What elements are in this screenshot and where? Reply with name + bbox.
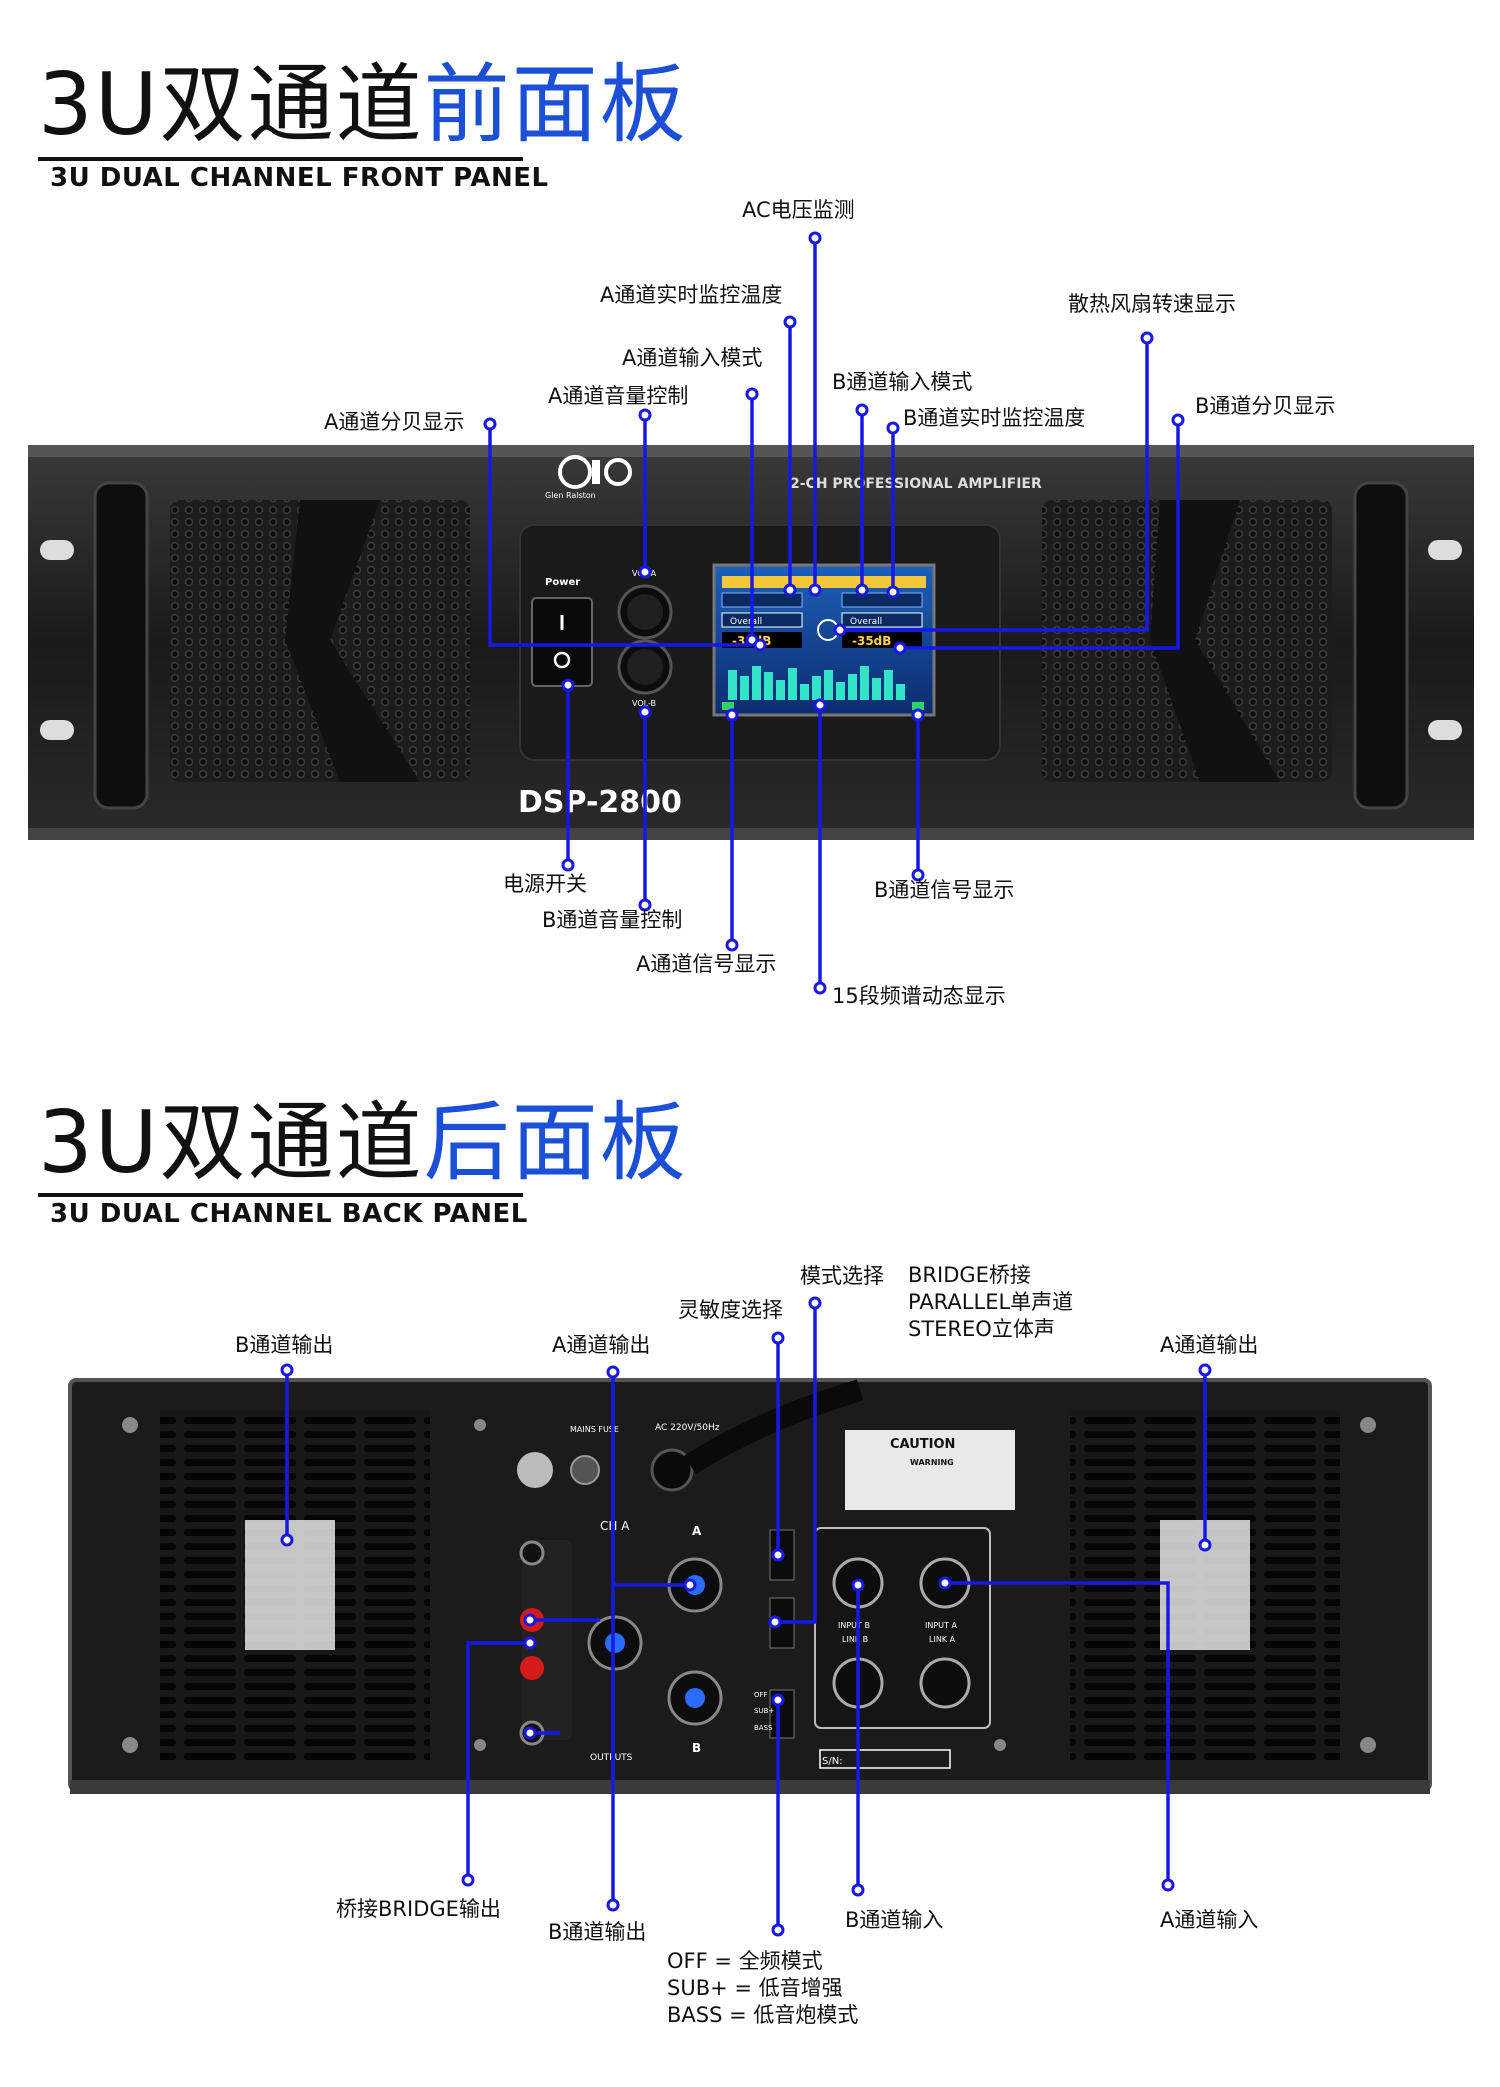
input-b-label: INPUT B <box>838 1621 870 1630</box>
binding-post[interactable] <box>519 1540 545 1566</box>
back-panel-graphic: MAINS FUSE AC 220V/50Hz CAUTION WARNING … <box>68 1296 1432 1937</box>
callout-a-signal: A通道信号显示 <box>636 952 777 976</box>
callout-bridge-output: 桥接BRIDGE输出 <box>336 1897 501 1921</box>
rack-hole-icon <box>1428 540 1462 560</box>
off-label: OFF <box>754 1691 768 1699</box>
callout-b-output-bottom: B通道输出 <box>548 1920 647 1944</box>
front-title-blue: 前面板 <box>423 55 688 155</box>
callout-b-input: B通道输入 <box>845 1908 944 1932</box>
rack-hole-icon <box>40 720 74 740</box>
caution-text: CAUTION <box>890 1437 955 1452</box>
rack-hole-icon <box>1428 720 1462 740</box>
callout-filter-desc: OFF = 全频模式 SUB+ = 低音增强 BASS = 低音炮模式 <box>667 1949 859 2027</box>
callout-fan-speed: 散热风扇转速显示 <box>1068 292 1236 316</box>
vol-b-label: VOL-B <box>632 699 656 708</box>
callout-a-input-mode: A通道输入模式 <box>622 346 763 370</box>
callout-a-temp: A通道实时监控温度 <box>600 283 783 307</box>
front-title-rule <box>38 157 523 161</box>
bass-label: BASS <box>754 1724 773 1732</box>
callout-a-input: A通道输入 <box>1160 1908 1259 1932</box>
binding-post-red[interactable] <box>520 1656 544 1680</box>
out-a-label: A <box>692 1524 702 1538</box>
callout-a-output-right: A通道输出 <box>1160 1333 1259 1357</box>
lcd-a-mode: Overall <box>730 617 762 627</box>
fuse-icon <box>517 1452 553 1488</box>
back-callout-lines <box>285 1303 1207 1930</box>
callout-mode-desc: BRIDGE桥接 PARALLEL单声道 STEREO立体声 <box>908 1263 1074 1341</box>
callout-a-output-mid: A通道输出 <box>552 1333 651 1357</box>
sn-label: S/N: <box>822 1756 843 1767</box>
input-a-label: INPUT A <box>925 1621 957 1630</box>
callout-b-signal: B通道信号显示 <box>874 878 1015 902</box>
power-label: Power <box>545 577 580 588</box>
rack-hole-icon <box>40 540 74 560</box>
callout-power-switch: 电源开关 <box>503 872 587 896</box>
front-title-black: 3U双通道 <box>38 55 424 155</box>
callout-a-db: A通道分贝显示 <box>324 410 465 434</box>
front-subtitle: 3U DUAL CHANNEL FRONT PANEL <box>50 163 549 193</box>
xlr-link-a[interactable] <box>919 1657 971 1709</box>
callout-b-temp: B通道实时监控温度 <box>903 406 1086 430</box>
back-title-rule <box>38 1193 523 1197</box>
left-handle <box>93 481 149 810</box>
link-a-label: LINK A <box>929 1635 956 1644</box>
callout-sensitivity-select: 灵敏度选择 <box>678 1298 783 1322</box>
front-panel-graphic: Glen Ralston 2-CH PROFESSIONAL AMPLIFIER… <box>28 231 1474 995</box>
callout-spectrum: 15段频谱动态显示 <box>832 984 1006 1008</box>
front-callout-dots <box>483 231 1185 995</box>
back-title: 3U双通道后面板 <box>38 1100 688 1186</box>
front-title: 3U双通道前面板 <box>38 62 688 148</box>
caution-label <box>845 1430 1015 1510</box>
callout-a-volume: A通道音量控制 <box>548 384 689 408</box>
power-cord-inlet <box>650 1448 694 1492</box>
callout-b-db: B通道分贝显示 <box>1195 394 1336 418</box>
back-subtitle: 3U DUAL CHANNEL BACK PANEL <box>50 1199 528 1229</box>
right-s-decoration <box>1150 500 1280 782</box>
lcd-b-db: -35dB <box>852 634 891 648</box>
callout-b-output-top: B通道输出 <box>235 1333 334 1357</box>
callout-b-input-mode: B通道输入模式 <box>832 370 973 394</box>
ac-label: AC 220V/50Hz <box>655 1423 720 1433</box>
fuse-holder[interactable] <box>570 1455 600 1485</box>
power-cord <box>684 1379 864 1475</box>
front-callout-lines <box>488 238 1180 988</box>
right-handle <box>1353 481 1409 810</box>
serial-box <box>819 1749 951 1769</box>
callout-mode-select: 模式选择 <box>800 1264 884 1288</box>
link-b-label: LINK B <box>842 1635 868 1644</box>
model-name: DSP-2800 <box>518 785 682 820</box>
panel-header-text: 2-CH PROFESSIONAL AMPLIFIER <box>790 476 1042 492</box>
spectrum-bars <box>728 666 905 700</box>
ch-a-label: CH A <box>600 1519 630 1533</box>
left-s-decoration <box>285 500 420 782</box>
screw-icons <box>122 1417 1376 1753</box>
back-title-black: 3U双通道 <box>38 1093 424 1193</box>
lcd-b-mode: Overall <box>850 617 882 627</box>
callout-b-volume: B通道音量控制 <box>542 908 683 932</box>
back-callout-dots <box>280 1296 1212 1937</box>
back-title-blue: 后面板 <box>423 1093 688 1193</box>
warning-text: WARNING <box>910 1458 954 1467</box>
mains-fuse-label: MAINS FUSE <box>570 1425 619 1434</box>
out-b-label: B <box>692 1741 701 1755</box>
binding-post-block <box>522 1540 572 1740</box>
callout-ac-voltage: AC电压监测 <box>742 198 855 222</box>
power-switch[interactable] <box>531 597 593 687</box>
sub-label: SUB+ <box>754 1707 774 1715</box>
brand-logo-icon <box>558 455 592 489</box>
brand-name: Glen Ralston <box>545 491 596 500</box>
